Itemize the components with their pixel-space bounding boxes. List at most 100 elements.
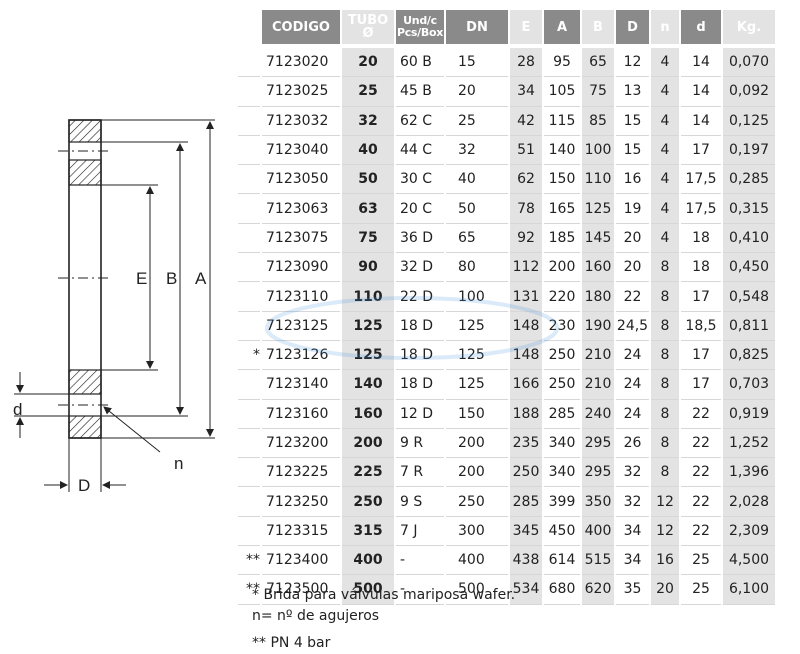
cell-d-small: 18,5 [681,312,721,341]
cell-d-small: 14 [681,77,721,107]
cell-dn: 50 [446,194,508,224]
cell-a: 340 [544,429,580,459]
cell-e: 438 [510,546,542,576]
cell-und: 18 D [396,370,444,400]
cell-e: 285 [510,487,542,517]
cell-und: 9 R [396,429,444,459]
dim-label-e: E [136,269,147,288]
cell-kg: 0,410 [723,223,775,254]
cell-n: 4 [651,77,679,107]
cell-d-small: 25 [681,575,721,605]
cell-d-small: 22 [681,487,721,517]
cell-und: 45 B [396,77,444,107]
cell-dn: 32 [446,136,508,166]
cell-e: 112 [510,253,542,283]
cell-kg: 0,825 [723,340,775,371]
cell-n: 8 [651,253,679,283]
cell-mark [238,136,260,166]
cell-und: 9 S [396,487,444,517]
cell-kg: 1,252 [723,428,775,459]
cell-d-big: 32 [616,487,649,517]
cell-d-small: 17,5 [681,194,721,224]
cell-dn: 100 [446,282,508,312]
cell-codigo: 7123025 [262,77,340,107]
cell-mark [238,517,260,547]
table-header-row: CODIGO TUBO Ø Und/c Pcs/Box DN E A B D n… [238,10,775,48]
cell-codigo: 7123075 [262,224,340,254]
cell-dn: 400 [446,546,508,576]
cell-und: - [396,546,444,576]
cell-kg: 4,500 [723,546,775,576]
cell-codigo: 7123032 [262,107,340,136]
cell-a: 220 [544,282,580,312]
cell-und: 12 D [396,400,444,429]
cell-tubo: 315 [342,516,394,547]
cell-e: 534 [510,575,542,605]
cell-e: 78 [510,194,542,224]
cell-kg: 0,197 [723,135,775,166]
cell-b: 210 [582,340,614,371]
header-dn: DN [446,10,508,48]
cell-dn: 65 [446,224,508,254]
cell-mark [238,282,260,312]
cell-b: 350 [582,487,614,517]
cell-e: 148 [510,311,542,341]
cell-a: 250 [544,370,580,400]
flange-table: CODIGO TUBO Ø Und/c Pcs/Box DN E A B D n… [236,10,777,605]
cell-b: 100 [582,135,614,166]
dim-label-n: n [174,454,183,473]
cell-d-big: 34 [616,546,649,576]
cell-dn: 200 [446,458,508,488]
cell-b: 85 [582,106,614,136]
cell-d-small: 25 [681,546,721,576]
cell-a: 165 [544,194,580,224]
cell-n: 8 [651,282,679,312]
header-b: B [582,10,614,48]
cell-b: 110 [582,165,614,195]
cell-mark [238,487,260,517]
cell-kg: 0,450 [723,253,775,283]
cell-kg: 6,100 [723,575,775,605]
cell-a: 105 [544,77,580,107]
cell-dn: 300 [446,517,508,547]
cell-e: 92 [510,223,542,254]
header-kg: Kg. [723,10,775,48]
cell-d-small: 22 [681,400,721,429]
cell-a: 140 [544,136,580,166]
cell-e: 34 [510,77,542,107]
cell-mark [238,458,260,488]
cell-mark [238,253,260,283]
cell-und: 18 D [396,341,444,371]
cell-n: 8 [651,340,679,371]
cell-d-big: 34 [616,517,649,547]
header-a: A [544,10,580,48]
cell-n: 4 [651,223,679,254]
cell-und: - [396,575,444,605]
cell-a: 399 [544,487,580,517]
cell-tubo: 25 [342,77,394,107]
cell-dn: 15 [446,48,508,78]
cell-b: 515 [582,546,614,576]
cell-d-big: 22 [616,282,649,312]
cell-dn: 125 [446,370,508,400]
cell-tubo: 75 [342,223,394,254]
cell-kg: 1,396 [723,458,775,488]
cell-a: 115 [544,107,580,136]
cell-dn: 40 [446,165,508,195]
header-n: n [651,10,679,48]
cell-n: 8 [651,428,679,459]
cell-n: 4 [651,106,679,136]
cell-d-big: 15 [616,107,649,136]
cell-b: 295 [582,428,614,459]
cell-d-big: 35 [616,575,649,605]
flange-drawing: E B A d D n [13,119,215,495]
cell-kg: 2,028 [723,487,775,517]
cell-codigo: 7123050 [262,165,340,195]
